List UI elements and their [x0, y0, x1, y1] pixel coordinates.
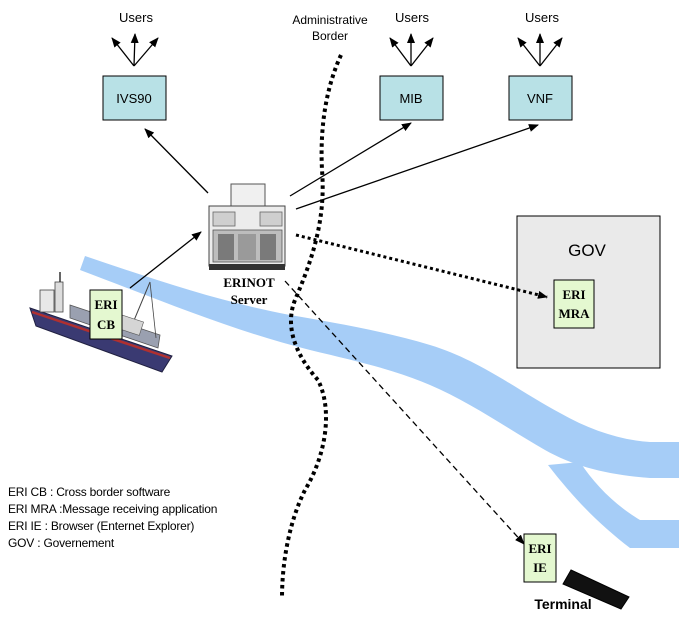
- eri-mra-label-line1: ERI: [562, 287, 585, 302]
- admin-border-label-line2: Border: [312, 29, 348, 43]
- eri-cb-label-line2: CB: [97, 317, 115, 332]
- eri-cb-label-line1: ERI: [94, 297, 117, 312]
- users-label-1: Users: [119, 10, 153, 25]
- server-links: [129, 122, 539, 289]
- node-ivs90[interactable]: IVS90: [102, 75, 167, 121]
- node-vnf[interactable]: VNF: [508, 75, 573, 121]
- users-fan-3: [517, 33, 563, 67]
- river-main: [80, 256, 679, 478]
- eri-ie-box[interactable]: ERI IE: [523, 533, 557, 583]
- administrative-border-line: [280, 54, 343, 599]
- legend-item-gov: GOV : Governement: [8, 536, 114, 550]
- admin-border-label-line1: Administrative: [292, 13, 368, 27]
- users-fan-2: [389, 33, 434, 67]
- legend-item-eri-mra: ERI MRA :Message receiving application: [8, 502, 218, 516]
- users-label-3: Users: [525, 10, 559, 25]
- terminal-label: Terminal: [534, 596, 591, 612]
- eri-ie-label-line2: IE: [533, 560, 547, 575]
- eri-ie-label-line1: ERI: [528, 541, 551, 556]
- server-label-line1: ERINOT: [223, 275, 275, 290]
- eri-mra-box[interactable]: ERI MRA: [553, 279, 595, 329]
- users-label-2: Users: [395, 10, 429, 25]
- server-to-mra-link: [295, 233, 548, 299]
- node-ivs90-label: IVS90: [116, 91, 151, 106]
- node-mib-label: MIB: [399, 91, 422, 106]
- legend: ERI CB : Cross border software ERI MRA :…: [8, 484, 217, 552]
- node-mib[interactable]: MIB: [379, 75, 444, 121]
- users-fan-1: [111, 33, 159, 67]
- node-vnf-label: VNF: [527, 91, 553, 106]
- eri-mra-label-line2: MRA: [558, 306, 590, 321]
- river: [80, 256, 679, 548]
- server-label-line2: Server: [231, 292, 268, 307]
- legend-item-eri-cb: ERI CB : Cross border software: [8, 485, 171, 499]
- river-branch: [548, 462, 679, 548]
- legend-item-eri-ie: ERI IE : Browser (Enternet Explorer): [8, 519, 195, 533]
- eri-cb-box[interactable]: ERI CB: [89, 289, 123, 340]
- server-icon[interactable]: [208, 183, 286, 270]
- terminal-block-icon[interactable]: [562, 569, 630, 610]
- gov-label: GOV: [568, 241, 606, 260]
